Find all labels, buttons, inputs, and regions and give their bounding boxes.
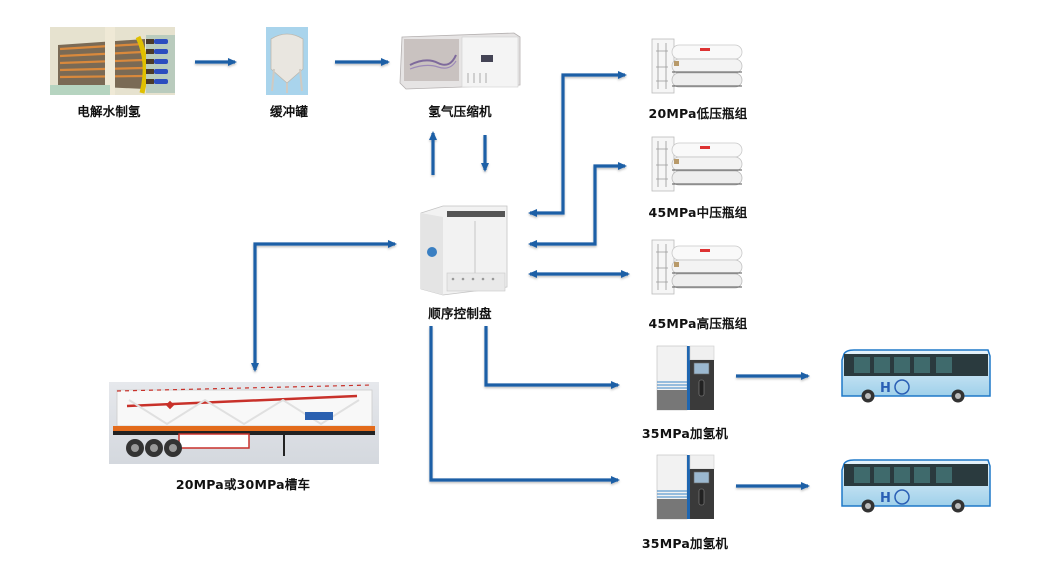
tube-trailer-label: 20MPa或30MPa槽车	[175, 477, 311, 492]
arrow-control-to-dispenser-2	[429, 326, 620, 484]
cylinder-bank-icon	[648, 238, 744, 298]
dispenser-icon	[655, 344, 717, 412]
hydrogen-bus-icon	[840, 458, 992, 514]
electrolysis-label: 电解水制氢	[77, 104, 141, 119]
low-pressure-bank-label: 20MPa低压瓶组	[648, 106, 748, 121]
compressor-icon	[398, 29, 522, 93]
mid-pressure-bank-label: 45MPa中压瓶组	[648, 205, 748, 220]
dispenser-icon	[655, 453, 717, 521]
arrow-control-to-mid-bank	[528, 162, 627, 248]
cylinder-bank-icon	[648, 37, 744, 97]
tube-trailer-icon	[109, 382, 379, 464]
electrolyzer-icon	[50, 27, 175, 95]
control-panel-label: 顺序控制盘	[428, 306, 492, 321]
buffer-tank-icon	[266, 27, 308, 95]
buffer-tank-label: 缓冲罐	[269, 104, 309, 119]
arrow-control-to-dispenser-1	[484, 326, 620, 389]
cylinder-bank-icon	[648, 135, 744, 195]
dispenser-2-label: 35MPa加氢机	[641, 536, 729, 551]
dispenser-1-label: 35MPa加氢机	[641, 426, 729, 441]
compressor-label: 氢气压缩机	[428, 104, 492, 119]
arrow-trailer-control	[251, 240, 397, 372]
control-cabinet-icon	[417, 203, 509, 296]
arrow-control-to-low-bank	[528, 71, 627, 217]
high-pressure-bank-label: 45MPa高压瓶组	[648, 316, 748, 331]
hydrogen-bus-icon	[840, 348, 992, 404]
